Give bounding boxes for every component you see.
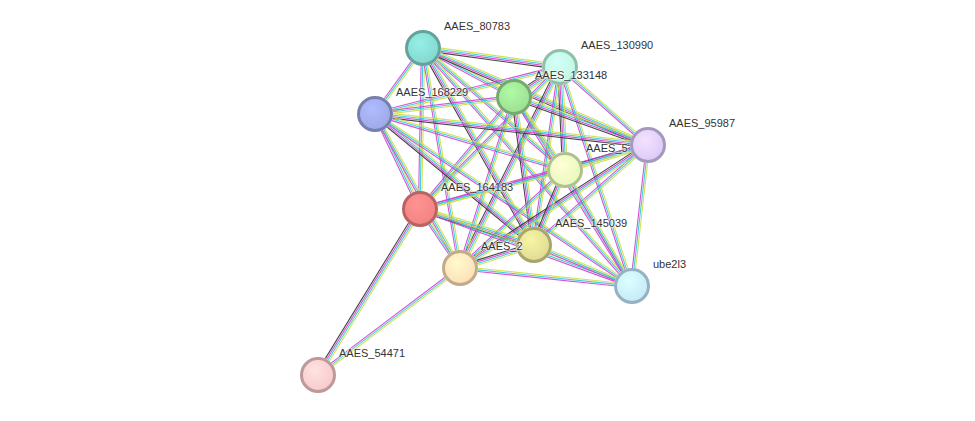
- evidence-line: [430, 224, 450, 253]
- evidence-line: [393, 99, 496, 112]
- evidence-line: [393, 101, 496, 114]
- evidence-line: [437, 173, 547, 203]
- evidence-line: [551, 250, 616, 277]
- node-label: AAES_145039: [555, 217, 627, 230]
- evidence-line: [332, 279, 445, 364]
- protein-node: AAES_54471: [300, 357, 336, 393]
- evidence-line: [333, 280, 446, 365]
- evidence-line: [632, 163, 644, 268]
- node-label: AAES_133148: [535, 69, 607, 82]
- evidence-line: [478, 268, 614, 282]
- node-label: AAES_80783: [444, 20, 510, 33]
- node-label: AAES_5: [586, 142, 628, 155]
- evidence-line: [478, 253, 518, 265]
- interaction-edge: [478, 268, 615, 285]
- evidence-line: [634, 163, 646, 268]
- protein-node: AAES_95987: [630, 127, 666, 163]
- evidence-line: [388, 126, 519, 234]
- evidence-line: [636, 163, 648, 268]
- node-label: AAES_95987: [669, 117, 735, 130]
- evidence-line: [429, 225, 449, 254]
- evidence-line: [331, 278, 444, 363]
- evidence-line: [393, 118, 548, 164]
- evidence-line: [438, 212, 518, 237]
- node-label: AAES_164183: [441, 181, 513, 194]
- evidence-line: [573, 79, 634, 133]
- protein-node: AAES_168229: [357, 96, 393, 132]
- protein-node: AAES_80783: [405, 30, 441, 66]
- evidence-line: [393, 98, 496, 111]
- interaction-edge: [325, 223, 412, 361]
- evidence-line: [575, 78, 636, 132]
- node-label: AAES_2: [481, 240, 523, 253]
- evidence-line: [477, 251, 517, 263]
- evidence-line: [431, 223, 451, 252]
- node-label: AAES_54471: [339, 347, 405, 360]
- evidence-line: [551, 252, 616, 279]
- evidence-line: [478, 271, 614, 285]
- protein-node: AAES_5: [547, 152, 583, 188]
- interaction-edge: [550, 250, 616, 280]
- node-label: AAES_130990: [581, 39, 653, 52]
- evidence-line: [478, 270, 614, 284]
- interaction-edge: [429, 223, 451, 254]
- evidence-line: [437, 60, 552, 159]
- evidence-line: [440, 53, 632, 136]
- interaction-edge: [331, 278, 446, 366]
- interaction-edge: [393, 98, 497, 114]
- node-label: AAES_168229: [396, 86, 468, 99]
- evidence-line: [392, 119, 547, 165]
- interaction-edge: [436, 212, 517, 242]
- protein-node: ube2l3: [614, 268, 650, 304]
- interaction-edge: [632, 163, 647, 269]
- evidence-line: [393, 115, 630, 142]
- evidence-line: [558, 85, 561, 152]
- protein-node: AAES_2: [442, 250, 478, 286]
- interaction-edge: [392, 118, 548, 167]
- evidence-line: [329, 226, 412, 361]
- evidence-line: [437, 148, 630, 202]
- protein-node: AAES_164183: [402, 191, 438, 227]
- evidence-line: [328, 225, 411, 360]
- protein-node: AAES_133148: [496, 79, 532, 115]
- evidence-line: [393, 114, 630, 141]
- node-label: ube2l3: [653, 258, 686, 271]
- interaction-edge: [572, 78, 635, 135]
